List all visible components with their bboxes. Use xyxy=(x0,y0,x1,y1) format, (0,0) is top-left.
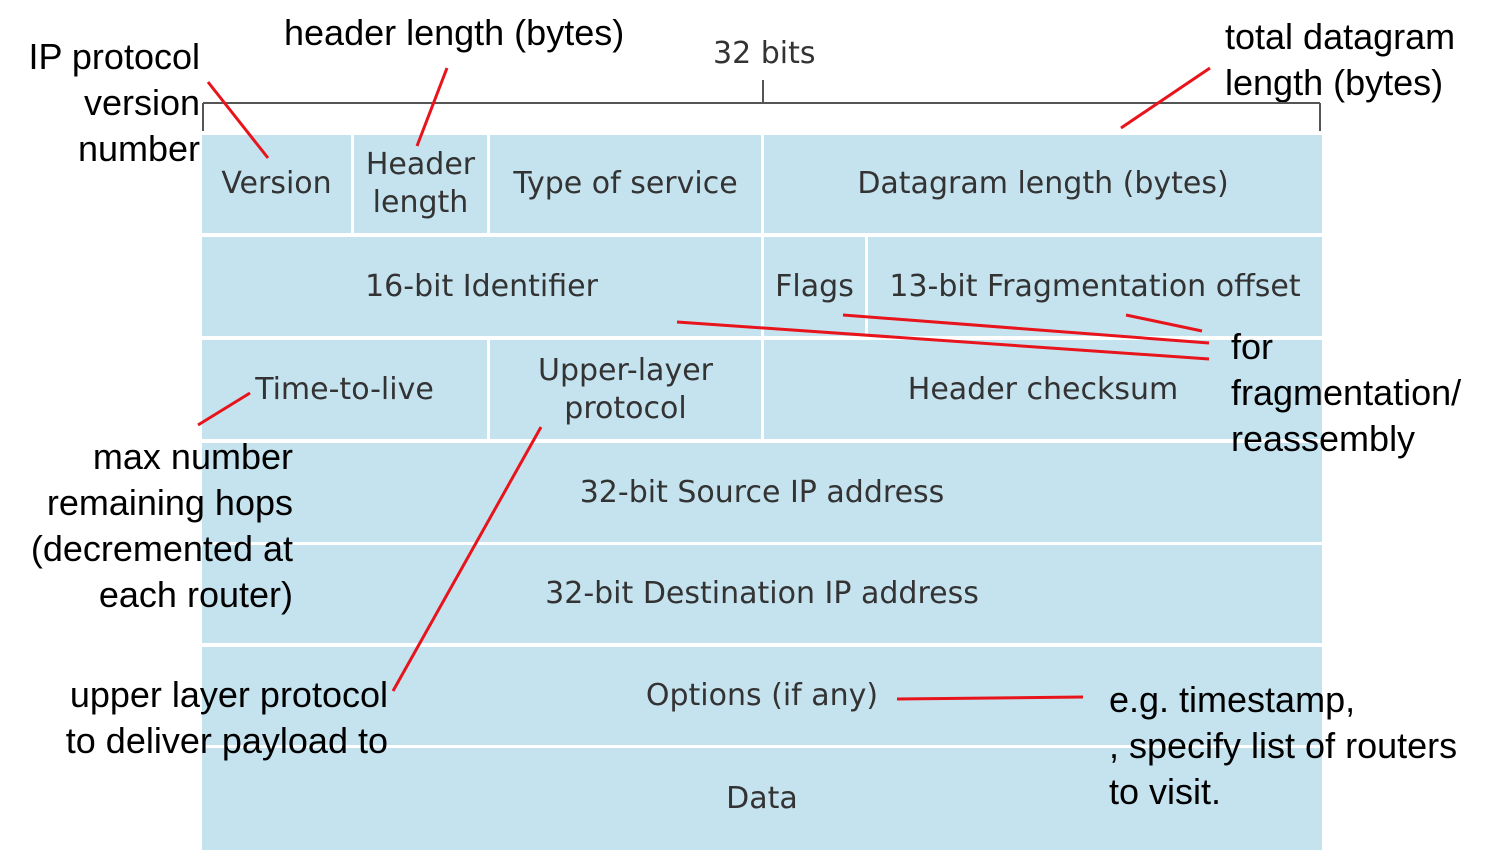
field-time-to-live: Time-to-live xyxy=(202,340,487,439)
field-datagram-length: Datagram length (bytes) xyxy=(764,135,1322,233)
field-fragmentation-offset: 13-bit Fragmentation offset xyxy=(868,237,1322,336)
field-source-ip: 32-bit Source IP address xyxy=(202,443,1322,542)
bits-label: 32 bits xyxy=(713,36,816,71)
field-flags: Flags xyxy=(764,237,865,336)
field-options: Options (if any) xyxy=(202,647,1322,745)
field-type-of-service: Type of service xyxy=(490,135,761,233)
annotation-ttl: max number remaining hops (decremented a… xyxy=(30,436,293,615)
bits-bracket xyxy=(202,80,1321,131)
field-upper-layer-protocol: Upper-layer protocol xyxy=(490,340,761,439)
annotation-ip-version: IP protocol version number xyxy=(28,36,200,169)
field-data: Data xyxy=(202,748,1322,850)
field-identifier: 16-bit Identifier xyxy=(202,237,761,336)
field-header-length: Header length xyxy=(354,135,487,233)
annotation-header-length: header length (bytes) xyxy=(284,12,625,53)
annotation-upper-layer: upper layer protocol to deliver payload … xyxy=(65,674,388,761)
annotation-options: e.g. timestamp, , specify list of router… xyxy=(1109,679,1458,812)
annotation-fragmentation: for fragmentation/ reassembly xyxy=(1231,326,1462,459)
pointer-total-length xyxy=(1120,66,1211,130)
field-destination-ip: 32-bit Destination IP address xyxy=(202,545,1322,643)
field-version: Version xyxy=(202,135,351,233)
annotation-total-length: total datagram length (bytes) xyxy=(1225,16,1456,103)
